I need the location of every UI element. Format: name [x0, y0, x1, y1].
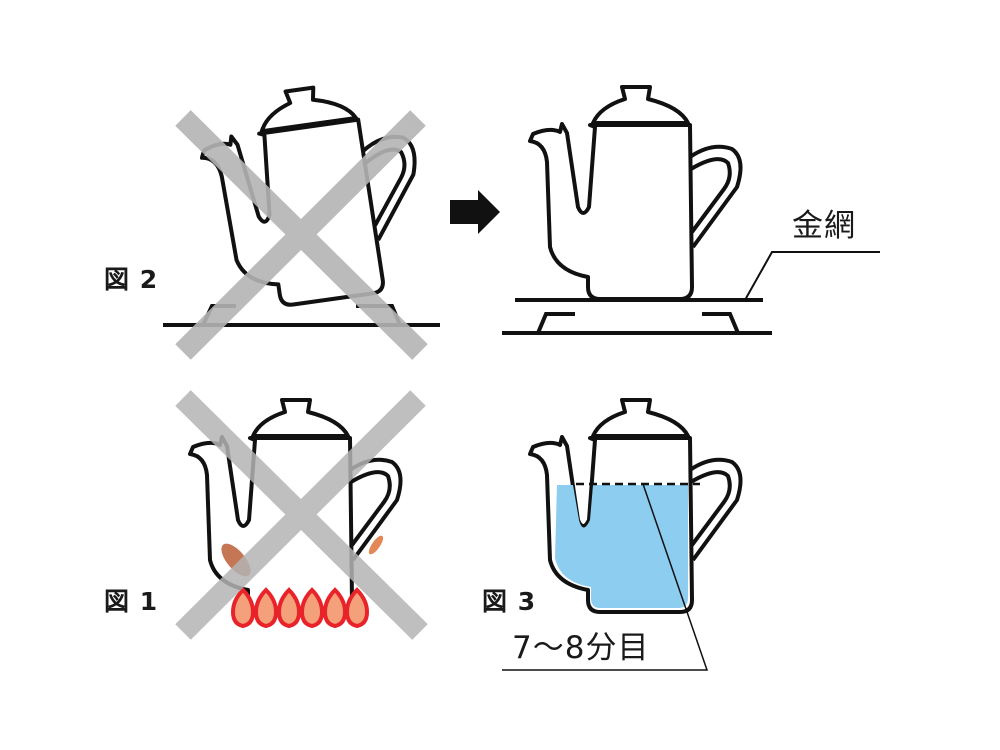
tilted-kettle: [192, 73, 435, 317]
fig1-incorrect: [175, 390, 428, 640]
figure-1-label: 図 1: [104, 587, 159, 616]
figure-3-label: 図 3: [482, 587, 537, 616]
gas-flames: [231, 588, 369, 628]
scorch-mark: [368, 535, 384, 555]
fill-level-leader: [502, 483, 709, 671]
figure-2-label: 図 2: [104, 265, 159, 294]
fig2-correct: [502, 85, 880, 335]
kettle: [528, 85, 743, 301]
fill-level-label: 7〜8分目: [512, 630, 650, 666]
wire-mesh-leader: [744, 251, 880, 301]
water: [555, 485, 688, 608]
fig3-fill-level: [502, 398, 743, 671]
arrow-right-icon: [450, 190, 500, 234]
cross-mark: [175, 390, 428, 640]
cross-mark: [175, 110, 428, 360]
wire-mesh-label: 金網: [792, 208, 856, 244]
fig2-incorrect: [163, 73, 440, 360]
trivet: [536, 312, 740, 334]
